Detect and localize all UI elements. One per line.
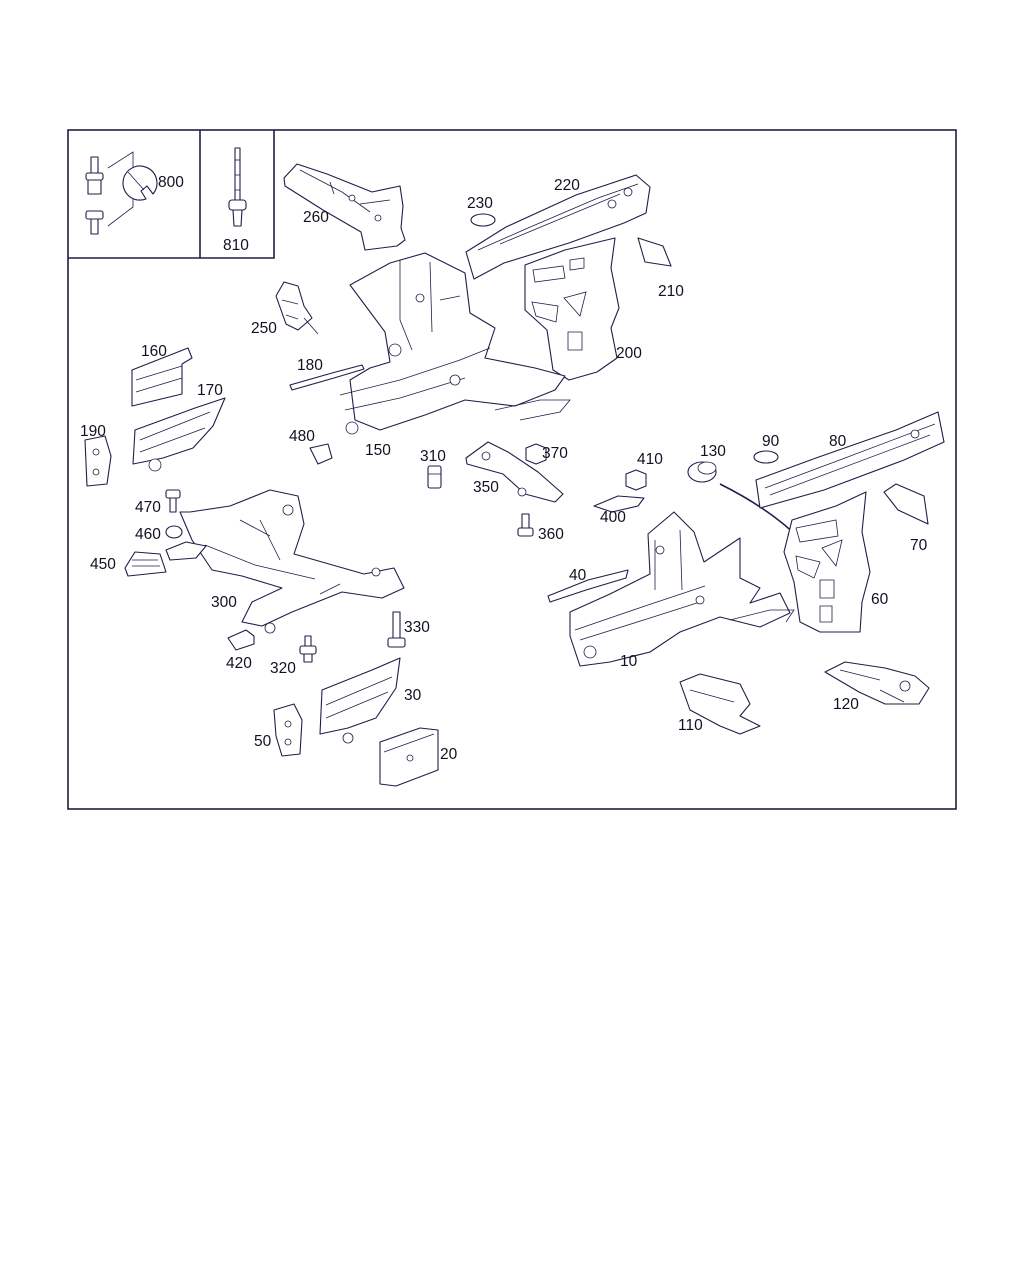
label-260: 260	[303, 209, 329, 226]
bolt-icon	[85, 156, 104, 235]
label-110: 110	[678, 717, 703, 734]
long-bolt-icon	[228, 147, 247, 227]
label-220: 220	[554, 177, 580, 194]
part-40-strip	[547, 569, 629, 603]
part-300-subframe	[165, 489, 405, 634]
part-250-bracket	[275, 281, 319, 335]
part-200-panel	[524, 237, 620, 381]
part-400-bracket	[593, 495, 645, 513]
diagram-frame	[67, 129, 957, 810]
part-180-strip	[289, 364, 365, 391]
label-410: 410	[637, 451, 663, 468]
wrench-icon	[122, 165, 158, 201]
part-470-bolt	[165, 489, 181, 513]
part-450-mount	[124, 551, 167, 577]
label-360: 360	[538, 526, 564, 543]
label-170: 170	[197, 382, 223, 399]
label-150: 150	[365, 442, 391, 459]
part-150-structure	[339, 252, 571, 435]
label-330: 330	[404, 619, 430, 636]
label-460: 460	[135, 526, 161, 543]
part-110-bracket	[679, 673, 761, 735]
part-480-clip	[309, 443, 333, 465]
label-120: 120	[833, 696, 859, 713]
label-450: 450	[90, 556, 116, 573]
label-210: 210	[658, 283, 684, 300]
inset-boxes	[68, 130, 275, 259]
part-130-sleeve	[687, 461, 717, 483]
part-320-bolt	[299, 635, 317, 663]
label-800: 800	[158, 174, 184, 191]
part-170-plate	[132, 397, 226, 472]
part-120-bracket	[824, 661, 930, 705]
part-190-bracket	[84, 435, 112, 487]
label-10: 10	[620, 653, 638, 670]
part-410-nut	[625, 469, 647, 491]
label-80: 80	[829, 433, 847, 450]
part-20-bracket	[379, 727, 439, 787]
label-470: 470	[135, 499, 161, 516]
label-300: 300	[211, 594, 237, 611]
part-330-bolt	[387, 611, 406, 648]
label-400: 400	[600, 509, 626, 526]
label-810: 810	[223, 237, 249, 254]
label-180: 180	[297, 357, 323, 374]
label-370: 370	[542, 445, 568, 462]
part-10-structure	[569, 511, 795, 667]
label-200: 200	[616, 345, 642, 362]
label-160: 160	[141, 343, 167, 360]
part-90-washer	[753, 450, 779, 464]
part-370-nut	[525, 443, 547, 465]
part-460-washer	[165, 525, 183, 539]
label-50: 50	[254, 733, 272, 750]
part-160-plate	[131, 347, 193, 407]
part-50-bracket	[273, 703, 303, 757]
part-230-washer	[470, 213, 496, 227]
label-60: 60	[871, 591, 889, 608]
label-310: 310	[420, 448, 446, 465]
label-480: 480	[289, 428, 315, 445]
part-80-rail	[755, 411, 945, 509]
label-250: 250	[251, 320, 277, 337]
label-130: 130	[700, 443, 726, 460]
label-350: 350	[473, 479, 499, 496]
label-230: 230	[467, 195, 493, 212]
part-210-plate	[637, 237, 672, 267]
part-220-rail	[465, 174, 651, 280]
label-190: 190	[80, 423, 106, 440]
part-310-bolt	[427, 465, 442, 489]
label-420: 420	[226, 655, 252, 672]
part-360-bolt	[517, 513, 534, 537]
part-420-block	[227, 629, 255, 651]
label-40: 40	[569, 567, 587, 584]
label-90: 90	[762, 433, 780, 450]
label-30: 30	[404, 687, 422, 704]
part-60-panel	[783, 491, 871, 633]
inset-800-tools	[85, 151, 158, 235]
label-320: 320	[270, 660, 296, 677]
part-70-plate	[883, 483, 929, 525]
part-260-bracket	[283, 163, 406, 251]
label-70: 70	[910, 537, 928, 554]
label-20: 20	[440, 746, 458, 763]
part-350-bracket	[465, 441, 564, 503]
part-30-plate	[319, 657, 401, 744]
